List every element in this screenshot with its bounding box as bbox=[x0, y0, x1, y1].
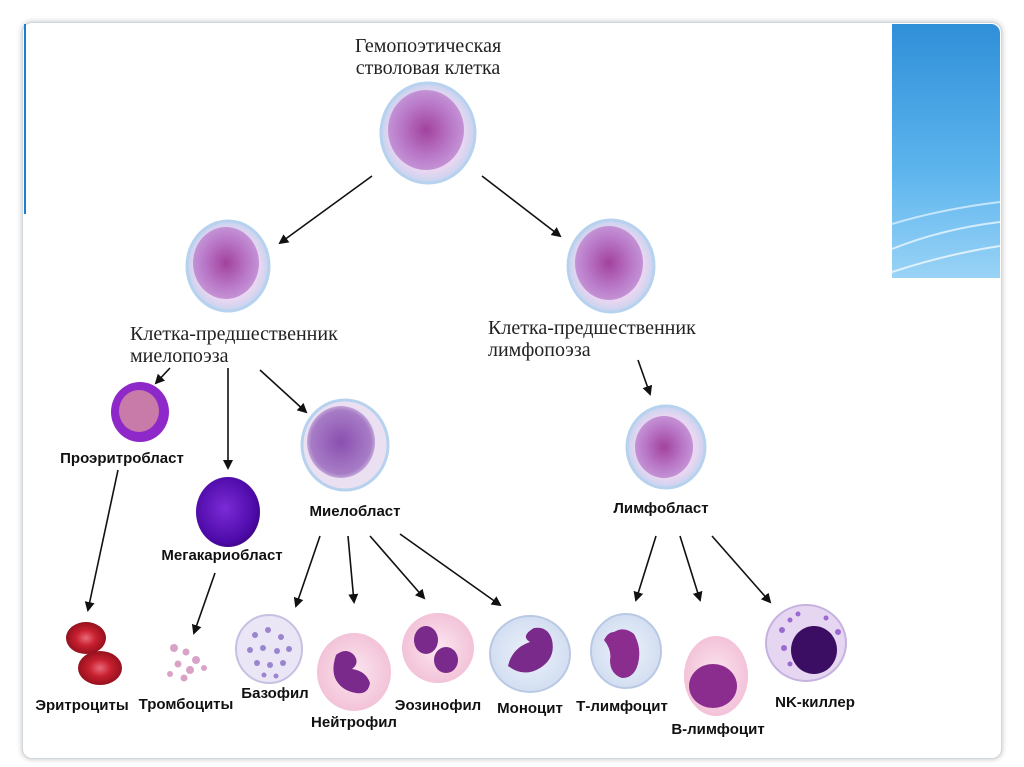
basophil-cell bbox=[235, 614, 303, 684]
nk-killer-label: NK-киллер bbox=[775, 694, 855, 711]
hsc-cell bbox=[379, 81, 477, 185]
myeloblast-label: Миелобласт bbox=[309, 503, 400, 520]
monocyte-label: Моноцит bbox=[497, 700, 563, 717]
eosinophil-label: Эозинофил bbox=[395, 697, 481, 714]
eosinophil-cell bbox=[402, 613, 474, 683]
erythrocytes-cells bbox=[66, 622, 122, 685]
thrombocytes-cells bbox=[167, 644, 207, 682]
arrow-to-proerythroblast bbox=[154, 367, 171, 385]
lymphoblast-cell bbox=[625, 404, 707, 490]
megakaryoblast-cell bbox=[196, 477, 260, 547]
arrow-to-nk-killer bbox=[711, 535, 772, 604]
lymphoblast-label: Лимфобласт bbox=[613, 500, 708, 517]
nk-killer-cell bbox=[765, 604, 847, 682]
t-lymphocyte-label: Т-лимфоцит bbox=[576, 698, 668, 715]
hsc-label-line2: стволовая клетка bbox=[356, 57, 501, 79]
neutrophil-label: Нейтрофил bbox=[311, 714, 397, 731]
arrow-to-thrombocytes bbox=[191, 572, 216, 635]
myeloid-progenitor-cell bbox=[185, 219, 271, 313]
thrombocytes-label: Тромбоциты bbox=[139, 696, 234, 713]
basophil-label: Базофил bbox=[241, 685, 308, 702]
decorative-line bbox=[24, 24, 26, 214]
proerythroblast-label: Проэритробласт bbox=[60, 450, 184, 467]
arrow-to-eosinophil bbox=[369, 535, 426, 600]
arrow-to-erythrocytes bbox=[84, 469, 119, 612]
erythrocytes-label: Эритроциты bbox=[35, 697, 128, 714]
megakaryoblast-label: Мегакариобласт bbox=[161, 547, 282, 564]
arrow-to-b-lymphocyte bbox=[679, 535, 703, 602]
monocyte-cell bbox=[489, 615, 571, 693]
proerythroblast-cell bbox=[111, 382, 169, 442]
arrow-to-myeloblast bbox=[259, 369, 308, 414]
arrow-to-neutrophil bbox=[347, 535, 359, 604]
neutrophil-cell bbox=[317, 633, 391, 711]
decorative-band bbox=[892, 24, 1000, 278]
myeloid-progenitor-label-line2: миелопоэза bbox=[130, 345, 229, 367]
arrow-to-monocyte bbox=[399, 533, 502, 607]
arrow-to-basophil bbox=[293, 535, 321, 608]
arrow-to-lymphoblast bbox=[637, 359, 653, 396]
arrow-hsc-to-myeloid bbox=[278, 175, 373, 245]
lymphoid-progenitor-label-line2: лимфопоэза bbox=[488, 339, 591, 361]
b-lymphocyte-label: В-лимфоцит bbox=[671, 721, 764, 738]
lymphoid-progenitor-cell bbox=[566, 218, 656, 314]
lymphoid-progenitor-label-line1: Клетка-предшественник bbox=[488, 317, 696, 339]
b-lymphocyte-cell bbox=[684, 636, 748, 716]
myeloid-progenitor-label-line1: Клетка-предшественник bbox=[130, 323, 338, 345]
arrow-to-t-lymphocyte bbox=[633, 535, 657, 602]
t-lymphocyte-cell bbox=[590, 613, 662, 689]
myeloblast-cell bbox=[300, 398, 390, 492]
arrow-hsc-to-lymphoid bbox=[481, 175, 562, 238]
hsc-label-line1: Гемопоэтическая bbox=[355, 35, 501, 57]
